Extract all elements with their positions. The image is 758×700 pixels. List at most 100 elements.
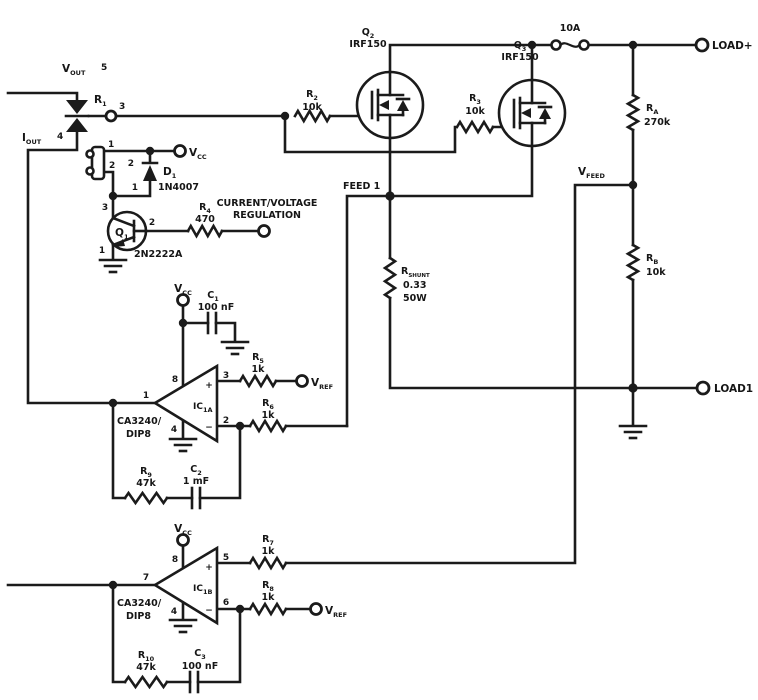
label-ra-ref: RA bbox=[646, 103, 658, 116]
capacitor-c2 bbox=[190, 486, 202, 510]
label-r5-value: 1k bbox=[252, 364, 266, 375]
label-q3-ref: Q3 bbox=[514, 40, 527, 53]
terminal-tap-3 bbox=[104, 109, 118, 123]
label-r2-ref: R2 bbox=[306, 89, 318, 102]
terminal-load1 bbox=[695, 380, 711, 396]
label-r5-ref: R5 bbox=[252, 352, 264, 365]
label-vfeed: VFEED bbox=[578, 166, 605, 180]
label-r7-value: 1k bbox=[262, 546, 276, 557]
label-r9-value: 47k bbox=[136, 478, 156, 489]
label-opamp-b-part2: DIP8 bbox=[126, 611, 151, 622]
resistor-r3 bbox=[455, 119, 495, 135]
label-tap-pin: 3 bbox=[119, 102, 125, 112]
opamp-ic1b bbox=[152, 545, 219, 626]
wires bbox=[6, 43, 699, 684]
terminal-regulation bbox=[257, 224, 271, 238]
resistor-r8 bbox=[248, 601, 288, 617]
fuse-10a bbox=[550, 39, 590, 51]
label-vref-opamp-a: VREF bbox=[311, 377, 333, 391]
label-feed1: FEED 1 bbox=[343, 181, 380, 192]
ground-symbol-q1 bbox=[98, 258, 128, 274]
opamp-b-minus-sign: − bbox=[205, 606, 213, 616]
capacitor-c3 bbox=[188, 670, 200, 694]
opamp-a-minus-sign: − bbox=[205, 423, 213, 433]
label-load-plus: LOAD+ bbox=[712, 40, 753, 52]
junction-dots bbox=[108, 40, 638, 614]
label-opamp-b-part1: CA3240/ bbox=[117, 598, 162, 609]
transistor-q1 bbox=[106, 210, 148, 252]
label-q1-pin-emitter: 1 bbox=[99, 246, 105, 256]
label-opamp-b-pin5: 5 bbox=[223, 553, 229, 563]
label-q1-part: 2N2222A bbox=[134, 249, 183, 260]
label-iout: IOUT bbox=[22, 132, 42, 146]
label-q1-ref: Q1 bbox=[115, 227, 129, 241]
resistor-r4 bbox=[186, 223, 224, 239]
label-opamp-a-pin8: 8 bbox=[172, 375, 178, 385]
resistor-r9 bbox=[123, 490, 169, 506]
resistor-rshunt bbox=[382, 256, 398, 300]
label-d1-ref: D1 bbox=[163, 166, 177, 180]
opamp-a-plus-sign: + bbox=[205, 381, 213, 391]
label-opamp-a-ref: IC1A bbox=[193, 402, 213, 414]
label-r6-ref: R6 bbox=[262, 398, 274, 411]
ground-symbol-output bbox=[618, 424, 648, 440]
resistor-r5 bbox=[238, 373, 278, 389]
label-regulation-line1: CURRENT/VOLTAGE bbox=[217, 198, 318, 209]
terminal-vcc-opamp-a bbox=[176, 293, 190, 307]
terminal-vcc-opamp-b bbox=[176, 533, 190, 547]
label-d1-part: 1N4007 bbox=[158, 182, 199, 193]
label-vcc-relay: VCC bbox=[189, 147, 207, 161]
label-rshunt-ref: RSHUNT bbox=[401, 266, 430, 279]
label-c3-value: 100 nF bbox=[182, 661, 218, 672]
resistor-ra bbox=[625, 93, 641, 132]
resistor-r10 bbox=[123, 674, 169, 690]
label-q3-part: IRF150 bbox=[501, 52, 539, 63]
label-q2-ref: Q2 bbox=[362, 27, 375, 40]
capacitor-c1 bbox=[206, 311, 218, 335]
label-ra-value: 270k bbox=[644, 117, 671, 128]
resistor-r1-element bbox=[64, 100, 90, 132]
label-c2-ref: C2 bbox=[190, 464, 202, 477]
label-iout-pin: 4 bbox=[57, 132, 63, 142]
label-r3-value: 10k bbox=[465, 106, 485, 117]
relay-coil bbox=[85, 145, 106, 181]
label-opamp-b-ref: IC1B bbox=[193, 584, 212, 596]
ground-symbol-opamp-b bbox=[168, 618, 198, 634]
label-opamp-a-pin-out: 1 bbox=[143, 391, 149, 401]
label-load1: LOAD1 bbox=[714, 383, 753, 395]
ground-symbol-c1 bbox=[220, 340, 250, 356]
label-q2-part: IRF150 bbox=[349, 39, 387, 50]
label-opamp-a-pin3: 3 bbox=[223, 371, 229, 381]
resistor-r7 bbox=[248, 555, 288, 571]
label-vout: VOUT bbox=[62, 63, 86, 77]
label-rshunt-value: 0.33 bbox=[403, 280, 426, 291]
label-d1-pin-anode: 1 bbox=[132, 183, 138, 193]
terminal-load-plus bbox=[694, 37, 710, 53]
label-c2-value: 1 mF bbox=[183, 476, 209, 487]
label-r9-ref: R9 bbox=[140, 466, 152, 479]
label-r4-ref: R4 bbox=[199, 202, 211, 215]
resistor-rb bbox=[625, 243, 641, 282]
label-opamp-a-part1: CA3240/ bbox=[117, 416, 162, 427]
resistor-bodies bbox=[123, 93, 641, 690]
label-r8-value: 1k bbox=[262, 592, 276, 603]
label-opamp-b-pin-out: 7 bbox=[143, 573, 149, 583]
label-opamp-a-part2: DIP8 bbox=[126, 429, 151, 440]
label-r2-value: 10k bbox=[302, 102, 322, 113]
label-r1-ref: R1 bbox=[94, 94, 107, 108]
label-opamp-b-pin6: 6 bbox=[223, 598, 229, 608]
label-q1-pin-collector: 3 bbox=[102, 203, 108, 213]
label-fuse-rating: 10A bbox=[560, 23, 581, 34]
label-regulation-line2: REGULATION bbox=[233, 210, 301, 221]
label-r7-ref: R7 bbox=[262, 534, 274, 547]
label-r10-value: 47k bbox=[136, 662, 156, 673]
label-r10-ref: R10 bbox=[138, 650, 155, 663]
label-d1-pin-cathode: 2 bbox=[128, 159, 134, 169]
label-opamp-b-pin4: 4 bbox=[171, 607, 177, 617]
resistor-r6 bbox=[248, 418, 288, 434]
terminal-vref-opamp-a bbox=[295, 374, 309, 388]
terminal-vref-opamp-b bbox=[309, 602, 323, 616]
ground-symbol-opamp-a bbox=[168, 437, 198, 453]
